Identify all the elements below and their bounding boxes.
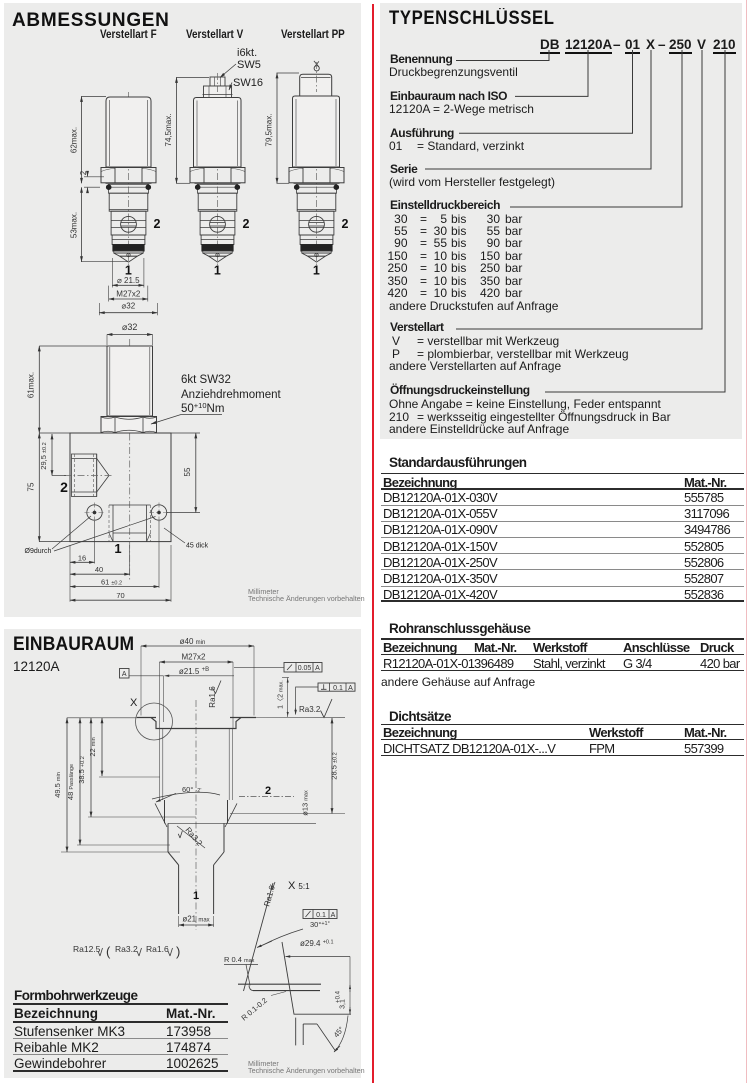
svg-text:70: 70 [116, 591, 124, 600]
svg-text:1: 1 [193, 890, 199, 902]
svg-text:79,5max.: 79,5max. [265, 114, 274, 147]
svg-text:30°+1°: 30°+1° [310, 920, 330, 929]
svg-text:2: 2 [60, 479, 68, 495]
svg-text:1: 1 [125, 263, 132, 277]
svg-text:+0.4: +0.4 [336, 990, 342, 1003]
svg-text:38.5 +0.2: 38.5 +0.2 [77, 756, 86, 784]
svg-text:28.5 ±0.2: 28.5 ±0.2 [330, 752, 339, 779]
svg-text:75: 75 [27, 482, 36, 491]
svg-text:i6kt.: i6kt. [237, 47, 257, 59]
svg-text:Ra1.6: Ra1.6 [262, 884, 277, 908]
svg-text:SW5: SW5 [237, 59, 261, 71]
svg-text:ø21.5 +B: ø21.5 +B [179, 667, 209, 676]
svg-text:0.05: 0.05 [298, 665, 312, 672]
svg-text:2: 2 [342, 217, 349, 231]
svg-text:X: X [130, 697, 138, 709]
svg-text:45 dick: 45 dick [186, 543, 209, 550]
svg-text:1: 1 [114, 541, 121, 556]
svg-text:1: 1 [313, 263, 320, 277]
svg-text:ø40 min: ø40 min [180, 637, 206, 646]
svg-text:Anziehdrehmoment: Anziehdrehmoment [181, 389, 282, 401]
svg-text:M27x2: M27x2 [181, 653, 206, 662]
svg-text:Ra3.2: Ra3.2 [299, 705, 321, 714]
svg-text:22 min: 22 min [88, 737, 97, 756]
svg-text:40: 40 [95, 565, 103, 574]
svg-text:0.1: 0.1 [316, 912, 326, 919]
svg-text:A: A [331, 912, 336, 919]
svg-text:48 Passlänge: 48 Passlänge [66, 764, 75, 800]
svg-text:Ra1.6: Ra1.6 [146, 944, 169, 954]
svg-text:A: A [122, 671, 127, 678]
svg-text:1〈2 max.: 1〈2 max. [277, 680, 285, 709]
svg-text:61 ±0.2: 61 ±0.2 [101, 578, 122, 587]
svg-text:74,5max.: 74,5max. [164, 114, 173, 147]
svg-text:Ra12.5: Ra12.5 [73, 944, 101, 954]
svg-text:⌀32: ⌀32 [121, 301, 135, 310]
svg-text:2: 2 [243, 217, 250, 231]
svg-text:M27x2: M27x2 [116, 289, 141, 298]
svg-text:49.5 min: 49.5 min [53, 772, 62, 798]
svg-text:SW16: SW16 [233, 77, 263, 89]
svg-text:3,1: 3,1 [340, 999, 347, 1009]
svg-text:0.1: 0.1 [333, 685, 343, 692]
svg-text:): ) [176, 944, 180, 959]
svg-text:16: 16 [78, 554, 86, 563]
svg-text:2: 2 [265, 785, 271, 797]
svg-text:6kt SW32: 6kt SW32 [181, 374, 231, 386]
svg-text:53max.: 53max. [70, 212, 79, 238]
svg-text:ø29.4 +0.1: ø29.4 +0.1 [300, 939, 334, 948]
svg-text:(: ( [106, 944, 111, 959]
svg-text:Ra3.2: Ra3.2 [115, 944, 138, 954]
svg-text:ø21 max: ø21 max [182, 915, 209, 924]
svg-text:R 0.4 max: R 0.4 max [224, 955, 255, 964]
svg-text:⌀32: ⌀32 [122, 322, 137, 332]
svg-text:60° -2': 60° -2' [182, 785, 201, 794]
svg-text:⌀ 21.5: ⌀ 21.5 [117, 276, 140, 285]
svg-text:61max.: 61max. [27, 372, 36, 398]
svg-text:ø13 max: ø13 max [301, 790, 310, 816]
svg-text:Ra1.6: Ra1.6 [208, 686, 217, 708]
svg-text:55: 55 [183, 467, 192, 476]
svg-text:X 5:1: X 5:1 [288, 880, 310, 892]
svg-text:R 0.1-0.2: R 0.1-0.2 [240, 996, 269, 1023]
svg-text:50+10Nm: 50+10Nm [181, 401, 224, 415]
svg-text:62max.: 62max. [70, 127, 79, 153]
svg-text:Ø9durch: Ø9durch [25, 548, 52, 555]
svg-text:A: A [315, 665, 320, 672]
svg-text:2: 2 [79, 170, 88, 175]
svg-text:A: A [348, 685, 353, 692]
svg-text:45°: 45° [332, 1025, 346, 1039]
svg-text:2: 2 [154, 217, 161, 231]
svg-text:29,5 ±0.2: 29,5 ±0.2 [39, 442, 48, 469]
svg-text:1: 1 [214, 263, 221, 277]
